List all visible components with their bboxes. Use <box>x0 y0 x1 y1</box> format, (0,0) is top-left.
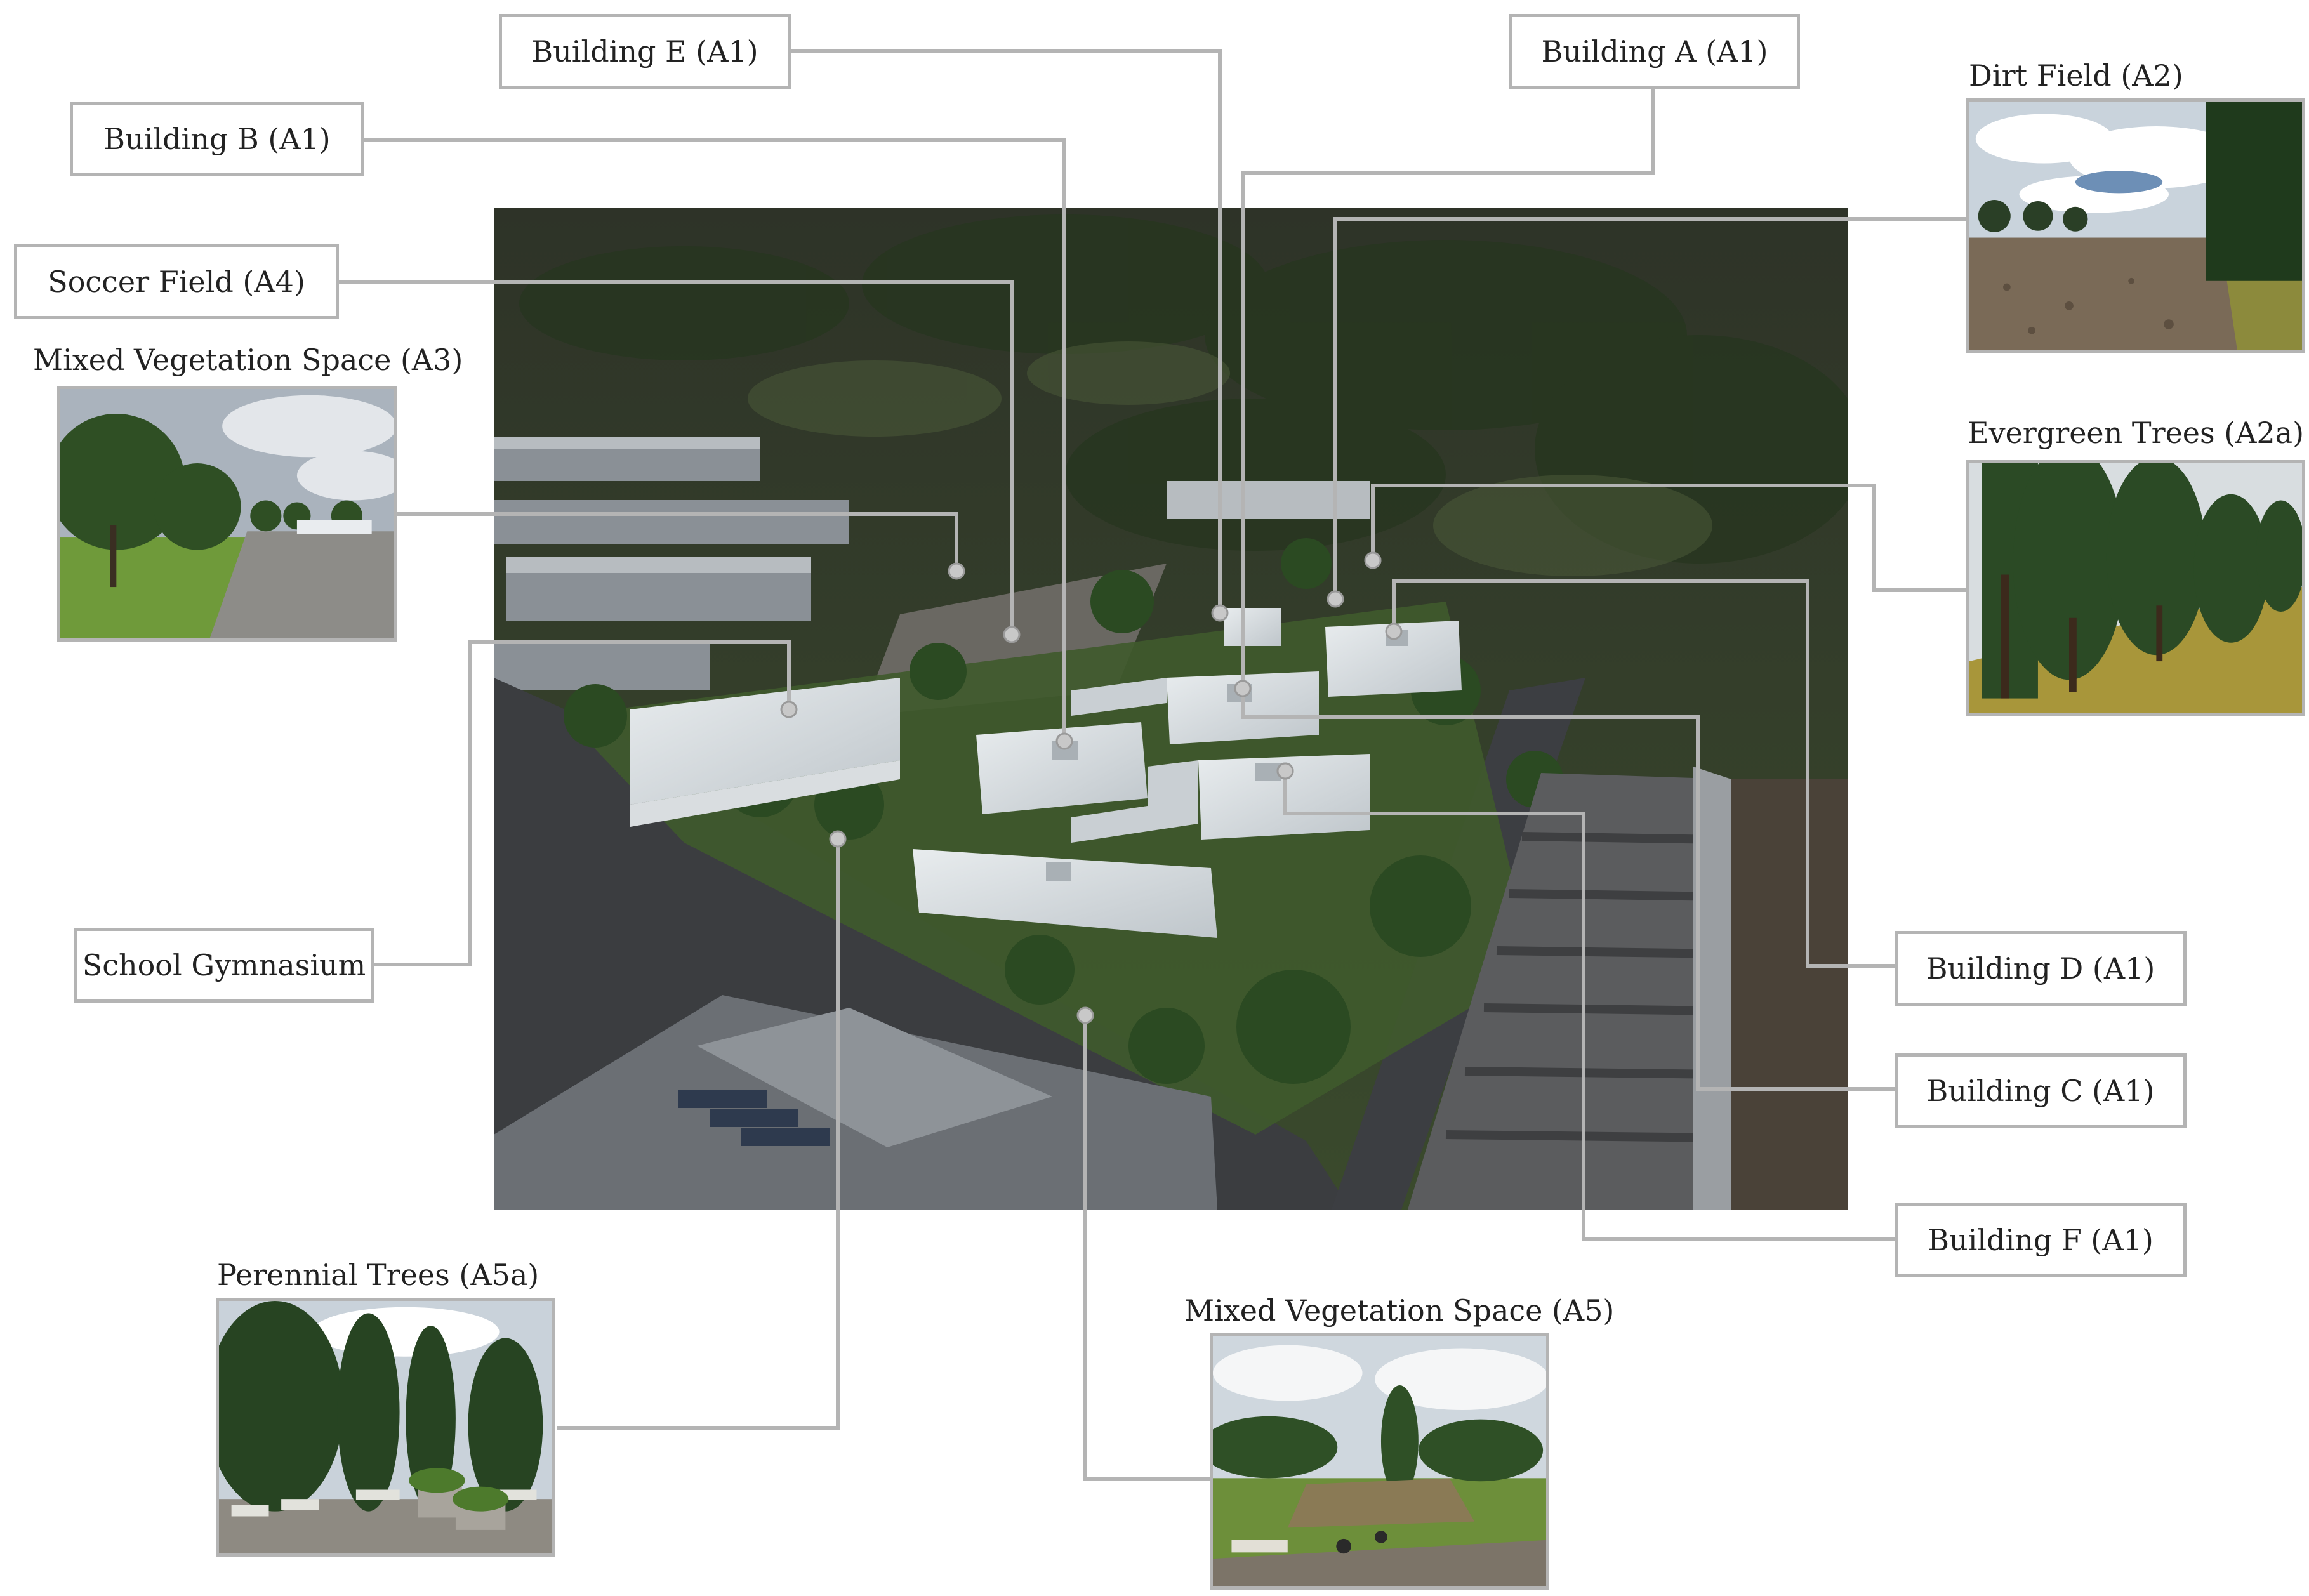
label-soccer-field: Soccer Field (A4) <box>14 244 339 319</box>
label-building-e: Building E (A1) <box>499 14 791 89</box>
marker-building-f <box>1276 762 1294 780</box>
marker-building-e <box>1211 604 1229 622</box>
caption-perennial: Perennial Trees (A5a) <box>217 1258 539 1292</box>
leader-line-evergreen <box>1371 484 1966 592</box>
marker-mixed-veg-a3 <box>948 562 965 580</box>
label-building-f: Building F (A1) <box>1895 1203 2187 1277</box>
leader-line-building-c <box>1241 689 1895 1091</box>
leader-line-perennial <box>557 839 840 1430</box>
photo-evergreen <box>1966 460 2305 716</box>
leader-line-building-e <box>790 49 1222 609</box>
caption-evergreen: Evergreen Trees (A2a) <box>1968 416 2305 450</box>
marker-perennial <box>829 830 847 848</box>
marker-evergreen <box>1364 551 1382 569</box>
marker-dirt-field <box>1327 590 1344 608</box>
leader-line-building-a <box>1241 89 1655 689</box>
photo-perennial <box>216 1298 555 1557</box>
photo-mixed-veg-a5 <box>1210 1333 1549 1590</box>
label-building-c: Building C (A1) <box>1895 1053 2187 1128</box>
leader-line-building-b <box>363 138 1066 741</box>
marker-school-gym <box>780 701 798 718</box>
photo-dirt-field <box>1966 98 2305 353</box>
leader-line-soccer-field <box>338 280 1014 635</box>
leader-line-mixed-veg-a5 <box>1083 1015 1210 1481</box>
caption-mixed-veg-a3: Mixed Vegetation Space (A3) <box>33 343 463 377</box>
label-school-gym: School Gymnasium <box>74 928 374 1003</box>
label-building-d: Building D (A1) <box>1895 931 2187 1006</box>
leader-line-school-gym <box>373 640 791 966</box>
leader-line-dirt-field <box>1333 217 1966 599</box>
leader-line-building-d <box>1392 579 1895 968</box>
marker-mixed-veg-a5 <box>1076 1006 1094 1024</box>
marker-building-d <box>1385 623 1403 640</box>
caption-dirt-field: Dirt Field (A2) <box>1969 58 2183 93</box>
marker-soccer-field <box>1003 626 1021 643</box>
marker-building-a-top <box>1234 680 1252 697</box>
label-building-b: Building B (A1) <box>70 102 364 176</box>
photo-mixed-veg-a3 <box>57 386 397 642</box>
label-building-a: Building A (A1) <box>1509 14 1800 89</box>
leader-line-building-f <box>1283 771 1895 1241</box>
caption-mixed-veg-a5: Mixed Vegetation Space (A5) <box>1184 1293 1615 1328</box>
aerial-campus-photo <box>494 208 1848 1210</box>
leader-line-mixed-veg-a3 <box>397 512 958 571</box>
marker-building-b <box>1055 732 1073 750</box>
